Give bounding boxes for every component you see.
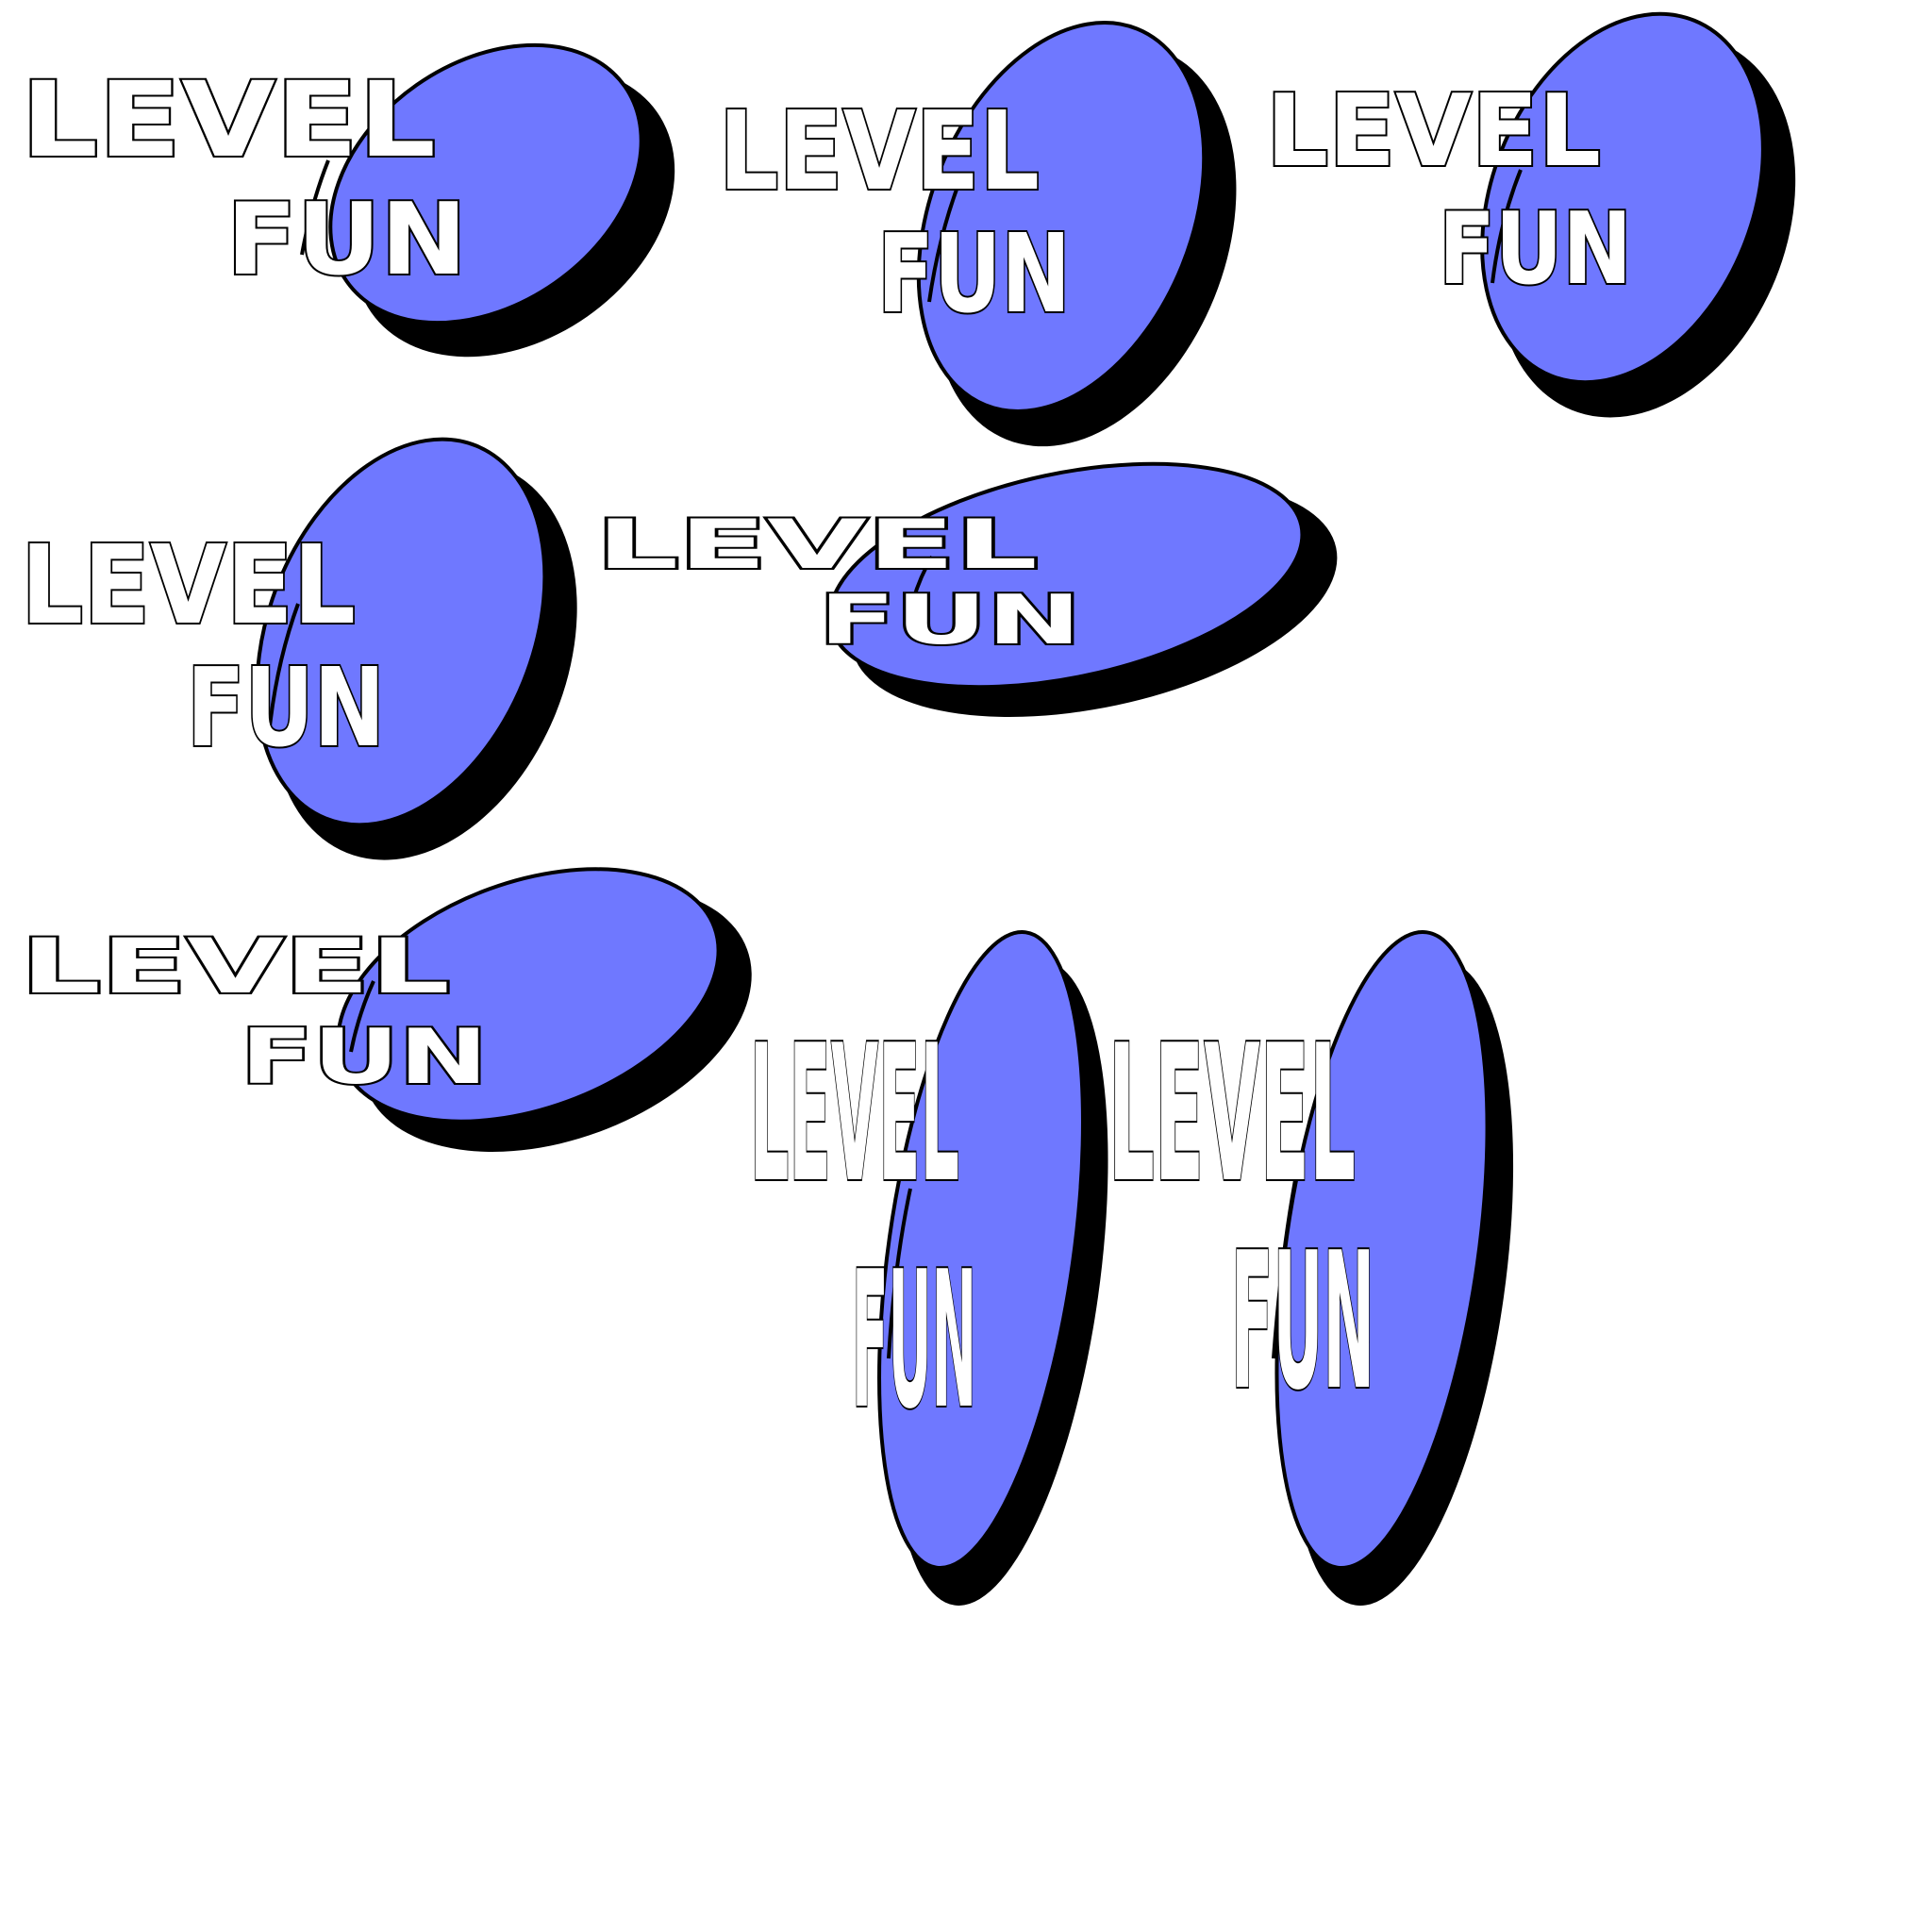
level-fun-badge-frame-1: LEVEL FUN [19, 42, 675, 358]
label-fun: FUN [241, 1013, 488, 1101]
level-fun-badge-frame-5: LEVEL FUN [594, 461, 1338, 717]
badge-oval [877, 930, 1085, 1570]
label-level: LEVEL [21, 523, 356, 649]
label-fun: FUN [877, 211, 1071, 338]
label-fun: FUN [226, 182, 467, 297]
badge-oval [916, 21, 1207, 413]
label-fun: FUN [1439, 192, 1632, 307]
label-fun: FUN [819, 580, 1081, 659]
label-fun: FUN [1231, 1212, 1374, 1432]
level-fun-badge-frame-3: LEVEL FUN [1264, 11, 1796, 418]
level-fun-badge-frame-6: LEVEL FUN [19, 867, 752, 1152]
label-level: LEVEL [1108, 1005, 1356, 1224]
level-fun-badge-frame-8: LEVEL FUN [1107, 930, 1514, 1606]
label-level: LEVEL [750, 1005, 959, 1224]
badge-oval [255, 437, 547, 827]
badge-oval [1480, 11, 1765, 385]
label-fun: FUN [852, 1231, 976, 1451]
badge-oval [336, 867, 721, 1124]
label-level: LEVEL [21, 59, 436, 180]
label-level: LEVEL [1266, 74, 1601, 189]
label-fun: FUN [187, 645, 385, 772]
badge-oval [328, 42, 643, 325]
label-level: LEVEL [596, 505, 1038, 584]
label-level: LEVEL [719, 89, 1040, 215]
label-level: LEVEL [21, 923, 450, 1010]
level-fun-badge-frame-7: LEVEL FUN [748, 930, 1108, 1606]
level-fun-badge-frame-2: LEVEL FUN [717, 21, 1237, 447]
badge-oval [827, 461, 1305, 690]
level-fun-badge-frame-4: LEVEL FUN [19, 437, 577, 860]
